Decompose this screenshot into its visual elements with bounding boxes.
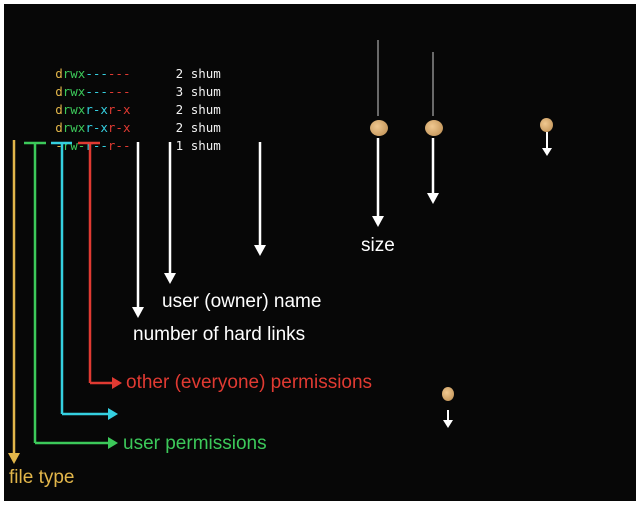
hard-links-arrow xyxy=(132,142,144,318)
group-perms: --- xyxy=(85,66,108,81)
group-perms: --- xyxy=(85,84,108,99)
group-name-arrow xyxy=(254,142,266,256)
other-permissions-label: other (everyone) permissions xyxy=(126,372,373,393)
listing-line: drwx------ 3 shum xyxy=(10,65,221,99)
user-permissions-arrow xyxy=(24,141,118,449)
user-perms: rwx xyxy=(62,66,86,81)
listing-line: drwx------ 2 shum xyxy=(10,47,221,81)
owner-name: shum xyxy=(190,120,221,135)
decorative-dot xyxy=(540,118,553,132)
file-type-char: d xyxy=(55,84,63,99)
decorative-dot xyxy=(425,120,443,136)
listing-line: drwxr-xr-x 2 shum xyxy=(10,83,221,117)
user-permissions-label: user permissions xyxy=(123,433,267,454)
hard-link-count: 2 xyxy=(175,66,184,81)
file-type-arrow xyxy=(8,140,20,464)
owner-name: shum xyxy=(190,66,221,81)
hard-link-count: 2 xyxy=(175,102,184,117)
other-perms: r-x xyxy=(107,120,131,135)
size-arrow xyxy=(372,40,384,227)
listing-line: drwxr-xr-x 2 shum xyxy=(10,101,221,135)
other-perms: r-x xyxy=(107,102,131,117)
owner-name: shum xyxy=(190,102,221,117)
group-perms: r-x xyxy=(85,120,108,135)
file-type-char: d xyxy=(55,66,63,81)
hard-link-count: 2 xyxy=(175,120,184,135)
other-perms: r-- xyxy=(107,138,131,153)
date-arrow xyxy=(427,52,439,204)
file-type-label: file type xyxy=(9,467,75,488)
file-type-char: d xyxy=(55,102,63,117)
hard-link-count: 1 xyxy=(175,138,184,153)
other-permissions-arrow xyxy=(78,141,122,389)
user-perms: rwx xyxy=(62,120,86,135)
small-down-arrow xyxy=(443,410,453,428)
hard-link-count: 3 xyxy=(175,84,184,99)
filename-arrow xyxy=(542,132,552,156)
size-label: size xyxy=(361,235,395,256)
decorative-dot xyxy=(442,387,454,401)
user-perms: rwx xyxy=(62,102,86,117)
hard-links-label: number of hard links xyxy=(133,324,306,345)
annotation-arrows xyxy=(8,40,552,464)
user-perms: rwx xyxy=(62,84,86,99)
owner-name-arrow xyxy=(164,142,176,284)
decorative-dot xyxy=(370,120,388,136)
owner-name: shum xyxy=(190,84,221,99)
owner-name: shum xyxy=(190,138,221,153)
file-type-char: d xyxy=(55,120,63,135)
file-type-char: - xyxy=(55,138,63,153)
group-perms: r-x xyxy=(85,102,108,117)
terminal-screen: drwx------ 2 shum drwx------ 3 shum drwx… xyxy=(4,4,636,501)
other-perms: --- xyxy=(107,84,131,99)
owner-name-label: user (owner) name xyxy=(162,291,322,312)
group-permissions-arrow xyxy=(51,141,118,420)
other-perms: --- xyxy=(107,66,131,81)
